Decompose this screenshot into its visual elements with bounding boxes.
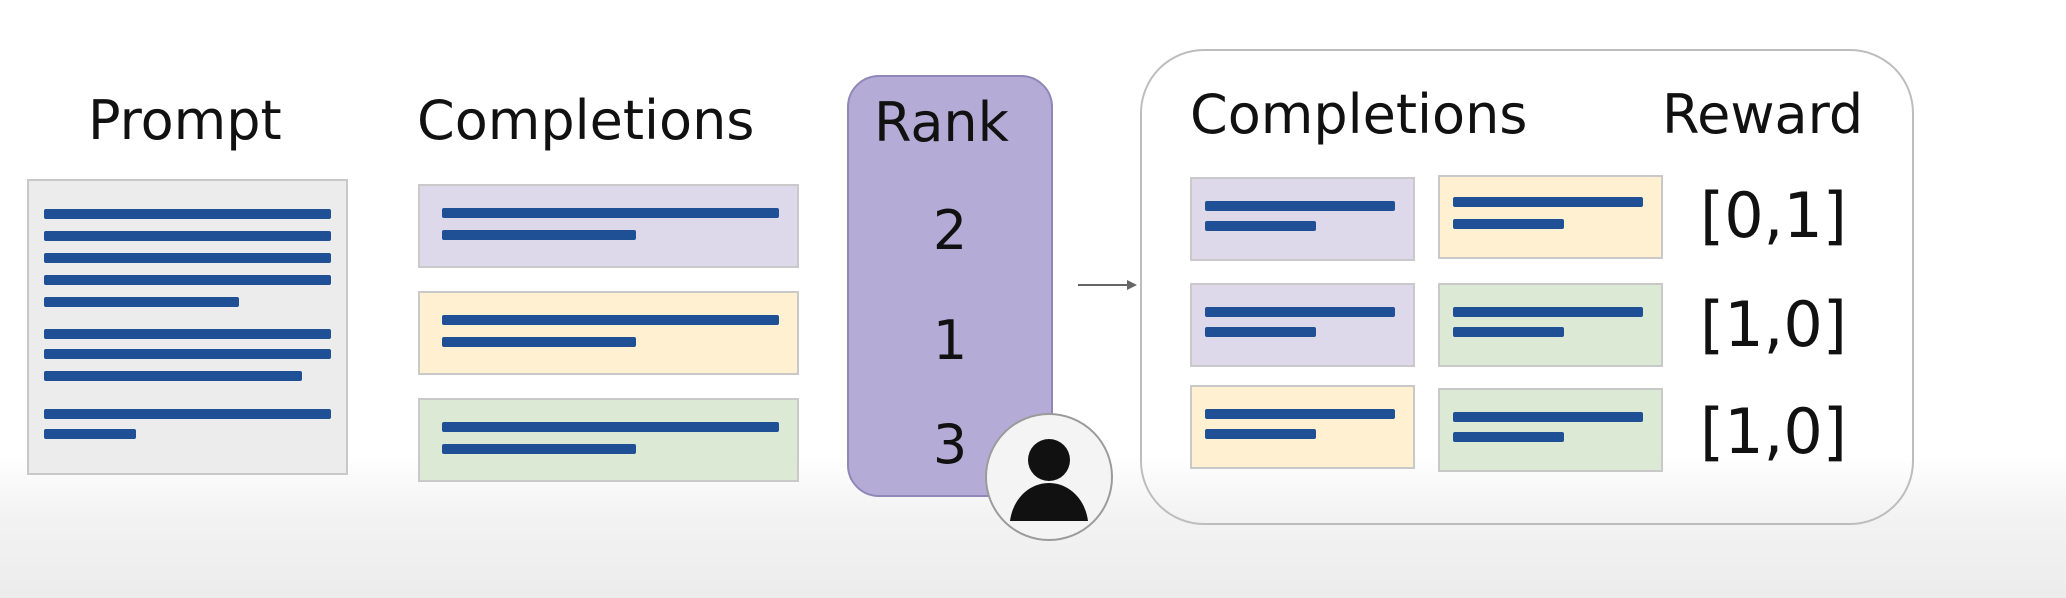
pair-line (1205, 429, 1316, 439)
pair-line (1205, 409, 1395, 419)
pair-left-card-2 (1190, 283, 1415, 367)
rank-number-2: 1 (932, 309, 968, 372)
pair-line (1453, 307, 1643, 317)
pair-right-card-2 (1438, 283, 1663, 367)
prompt-line (44, 329, 331, 339)
completion-line (442, 422, 779, 432)
pair-right-card-1 (1438, 175, 1663, 259)
pair-line (1453, 197, 1643, 207)
completion-card-yellow (418, 291, 799, 375)
rank-heading: Rank (874, 91, 1009, 154)
reward-value-1: [0,1] (1700, 179, 1847, 252)
completion-reward-panel (1140, 49, 1914, 525)
pair-line (1205, 307, 1395, 317)
reward-value-2: [1,0] (1700, 288, 1847, 361)
completions-heading: Completions (417, 89, 755, 152)
rank-number-3: 3 (932, 413, 968, 476)
completion-line (442, 444, 636, 454)
completion-card-purple (418, 184, 799, 268)
prompt-line (44, 409, 331, 419)
completion-card-green (418, 398, 799, 482)
right-completions-heading: Completions (1190, 83, 1528, 146)
pair-line (1453, 219, 1564, 229)
prompt-document (27, 179, 348, 475)
prompt-line (44, 231, 331, 241)
user-icon (1010, 439, 1088, 521)
prompt-line (44, 349, 331, 359)
pair-line (1205, 327, 1316, 337)
pair-line (1453, 432, 1564, 442)
reward-heading: Reward (1662, 83, 1864, 146)
prompt-line (44, 429, 136, 439)
arrow-right-icon (1078, 280, 1137, 290)
rank-number-1: 2 (932, 199, 968, 262)
pair-left-card-3 (1190, 385, 1415, 469)
prompt-line (44, 253, 331, 263)
pair-right-card-3 (1438, 388, 1663, 472)
pair-line (1453, 412, 1643, 422)
prompt-heading: Prompt (88, 89, 282, 152)
completion-line (442, 208, 779, 218)
user-avatar (985, 413, 1113, 541)
pair-left-card-1 (1190, 177, 1415, 261)
completion-line (442, 337, 636, 347)
completion-line (442, 315, 779, 325)
pair-line (1205, 201, 1395, 211)
prompt-line (44, 371, 302, 381)
prompt-line (44, 275, 331, 285)
completion-line (442, 230, 636, 240)
pair-line (1205, 221, 1316, 231)
prompt-line (44, 297, 239, 307)
pair-line (1453, 327, 1564, 337)
reward-value-3: [1,0] (1700, 395, 1847, 468)
prompt-line (44, 209, 331, 219)
